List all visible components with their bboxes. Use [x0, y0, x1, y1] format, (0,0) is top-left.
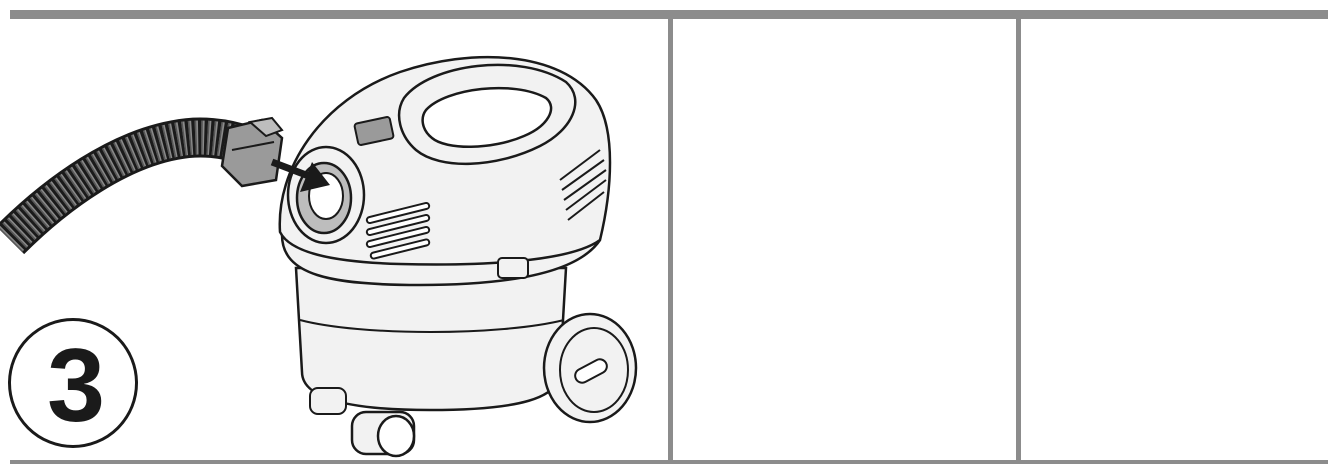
vacuum-cleaner — [280, 57, 636, 456]
panel-divider-2 — [1016, 19, 1021, 464]
rear-wheel — [544, 314, 636, 422]
hose-connector — [222, 118, 282, 186]
suction-hose — [10, 138, 245, 240]
suction-inlet — [288, 147, 364, 243]
top-rule — [10, 10, 1328, 19]
panel-divider-1 — [668, 19, 673, 464]
step-number: 3 — [8, 318, 144, 454]
